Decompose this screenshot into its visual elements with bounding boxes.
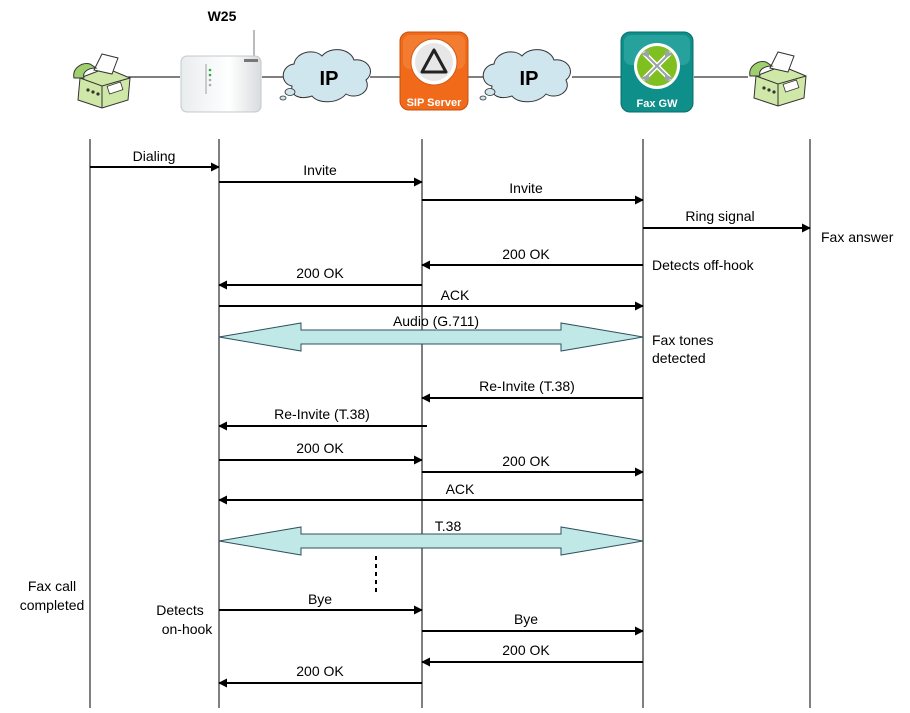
msg-ok-bye-gw-label: 200 OK — [502, 642, 550, 658]
note-fax-tones-line1: Fax tones — [652, 332, 713, 348]
sip-server-label: SIP Server — [407, 97, 463, 109]
msg-reinvite-gw-label: Re-Invite (T.38) — [479, 378, 575, 394]
msg-ok-sip2-label: 200 OK — [502, 453, 550, 469]
msg-ok-gw-label: 200 OK — [502, 246, 550, 262]
msg-ok-sip-label: 200 OK — [296, 265, 344, 281]
msg-audio-label: Audio (G.711) — [393, 313, 479, 329]
msg-invite1-label: Invite — [303, 162, 337, 178]
fax-machine-right-icon — [749, 51, 807, 107]
note-detects-line1: Detects — [156, 602, 203, 618]
ip-left-label: IP — [320, 68, 339, 90]
msg-ok-w25-label: 200 OK — [296, 440, 344, 456]
msg-dialing-label: Dialing — [133, 148, 176, 164]
msg-ack2-label: ACK — [446, 481, 475, 497]
ip-cloud-right-icon — [479, 49, 571, 103]
messages: Dialing Invite Invite Ring signal 200 OK… — [90, 148, 811, 688]
note-fax-tones-line2: detected — [652, 350, 706, 366]
w25-router-icon — [180, 30, 262, 113]
note-detects-line2: on-hook — [162, 621, 214, 637]
msg-reinvite-sip-label: Re-Invite (T.38) — [274, 406, 370, 422]
w25-title: W25 — [208, 8, 237, 24]
topology-header: W25 IP SIP Server — [73, 8, 807, 113]
msg-t38-label: T.38 — [435, 518, 462, 534]
side-notes: Fax answer Detects off-hook Fax tones de… — [20, 229, 894, 637]
msg-bye1-label: Bye — [308, 591, 332, 607]
msg-ring-label: Ring signal — [685, 208, 754, 224]
note-fax-call-line2: completed — [20, 597, 85, 613]
fax-gw-label: Fax GW — [637, 98, 679, 110]
fax-gateway-icon — [620, 31, 694, 113]
note-detects-offhook: Detects off-hook — [652, 257, 755, 273]
t38-band-arrow — [218, 526, 644, 556]
note-fax-answer: Fax answer — [821, 229, 894, 245]
msg-ok-bye-sip-label: 200 OK — [296, 663, 344, 679]
note-fax-call-line1: Fax call — [28, 578, 76, 594]
sip-server-icon — [399, 31, 469, 111]
msg-ack1-label: ACK — [441, 287, 470, 303]
msg-invite2-label: Invite — [509, 180, 543, 196]
ip-right-label: IP — [520, 68, 539, 90]
fax-machine-left-icon — [73, 53, 131, 109]
msg-bye2-label: Bye — [514, 611, 538, 627]
audio-band-arrow — [218, 322, 644, 352]
ip-cloud-left-icon — [279, 49, 371, 103]
